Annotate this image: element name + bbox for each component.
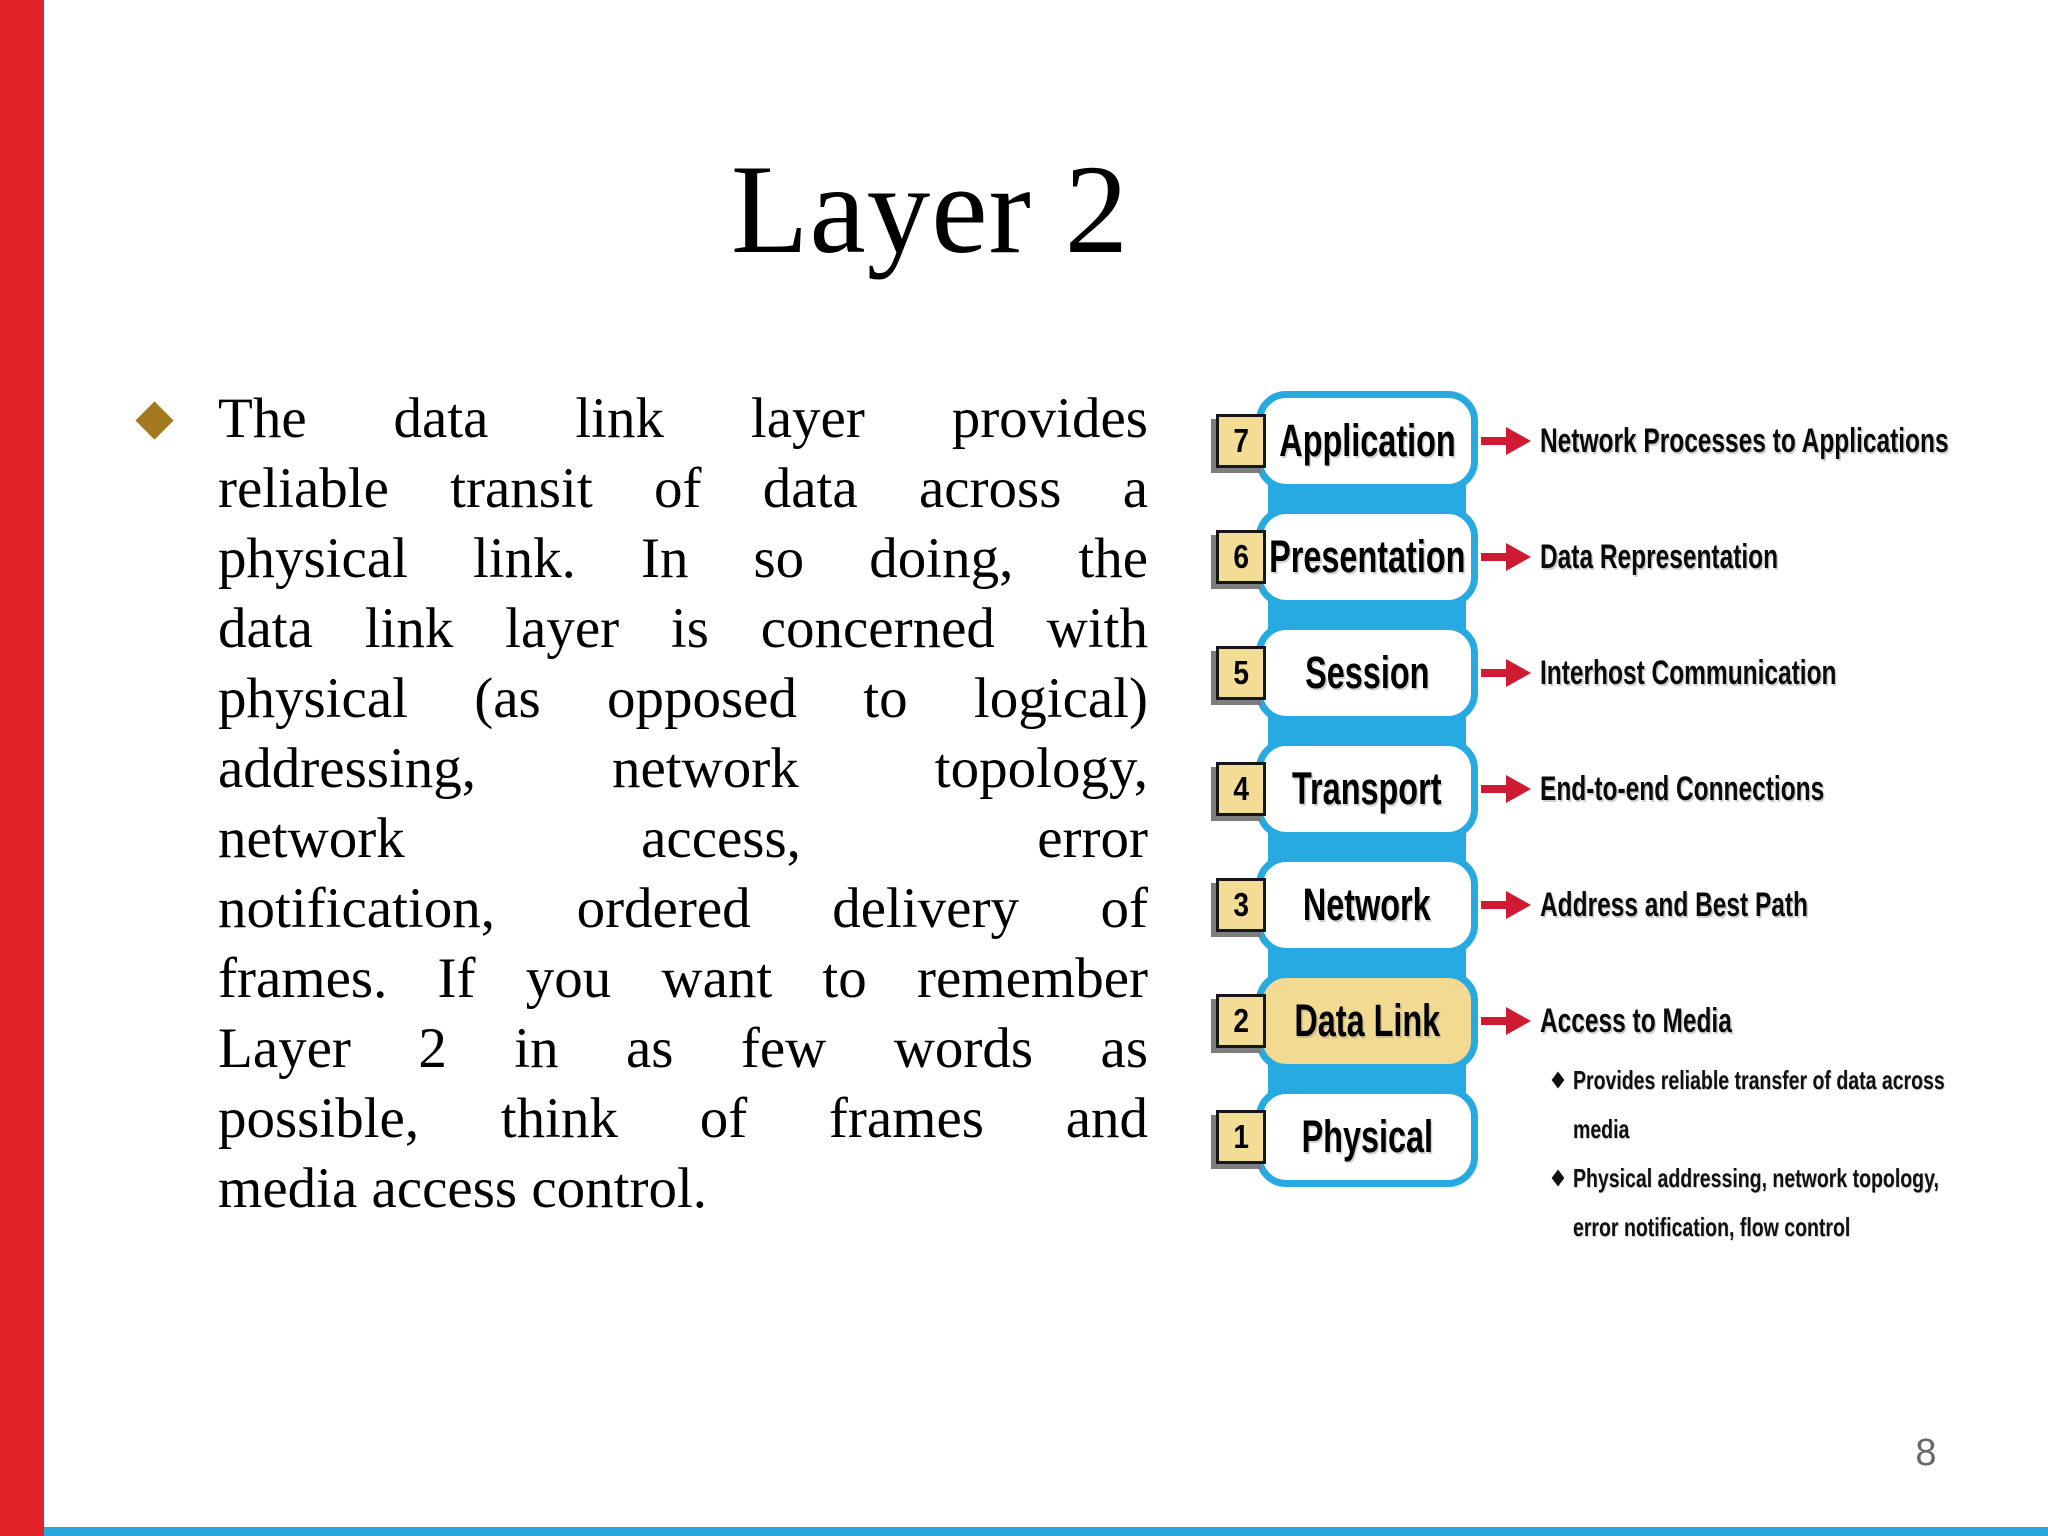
body-line: physical link. In so doing, the — [218, 527, 1148, 590]
right-arrow-icon — [1481, 891, 1531, 919]
access-to-media-notes: Provides reliable transfer of data acros… — [1551, 1056, 1972, 1252]
body-line: network access, error — [218, 807, 1148, 870]
body-paragraph: The data link layer provides reliable tr… — [218, 384, 1148, 1224]
right-arrow-icon — [1481, 1007, 1531, 1035]
note-line: Provides reliable transfer of data acros… — [1573, 1065, 1945, 1095]
diamond-bullet-icon — [1551, 1071, 1565, 1089]
note-line: Physical addressing, network topology, — [1573, 1163, 1939, 1193]
layer-label: Presentation — [1268, 531, 1466, 582]
layer-box-presentation: Presentation — [1256, 507, 1478, 607]
note-item: Physical addressing, network topology, — [1551, 1154, 1972, 1203]
layer-number: 7 — [1233, 422, 1249, 459]
diamond-bullet-icon — [1551, 1169, 1565, 1187]
page-number: 8 — [1915, 1432, 1937, 1474]
note-line: media — [1573, 1114, 1630, 1144]
note-item: Provides reliable transfer of data acros… — [1551, 1056, 1972, 1105]
body-line: The data link layer provides — [218, 387, 1148, 450]
layer-number-square: 7 — [1216, 414, 1266, 468]
right-arrow-icon — [1481, 775, 1531, 803]
layer-number: 6 — [1233, 538, 1249, 575]
left-accent-bar — [0, 0, 44, 1536]
layer-label: Network — [1303, 879, 1431, 930]
arrow-caption: Data Representation — [1540, 538, 1779, 576]
layer-number: 4 — [1233, 770, 1249, 807]
layer-box-data-link: Data Link — [1256, 971, 1478, 1071]
layer-label: Physical — [1301, 1111, 1433, 1162]
layer-number-square: 6 — [1216, 530, 1266, 584]
arrow-caption: End-to-end Connections — [1540, 770, 1825, 808]
arrow-caption: Network Processes to Applications — [1540, 422, 1949, 460]
slide-title: Layer 2 — [730, 140, 1130, 280]
layer-box-application: Application — [1256, 391, 1478, 491]
right-arrow-icon — [1481, 543, 1531, 571]
layer-number: 5 — [1233, 654, 1249, 691]
layer-number-square: 1 — [1216, 1110, 1266, 1164]
body-line: media access control. — [218, 1157, 708, 1220]
bottom-accent-line — [44, 1527, 2048, 1536]
body-line: data link layer is concerned with — [218, 597, 1148, 660]
layer-number: 1 — [1233, 1118, 1249, 1155]
layer-box-session: Session — [1256, 623, 1478, 723]
layer-number-square: 2 — [1216, 994, 1266, 1048]
layer-number-square: 4 — [1216, 762, 1266, 816]
body-line: notification, ordered delivery of — [218, 877, 1148, 940]
body-line: reliable transit of data across a — [218, 457, 1148, 520]
arrow-caption: Address and Best Path — [1540, 886, 1808, 924]
layer-label: Application — [1278, 415, 1456, 466]
layer-label: Transport — [1292, 763, 1442, 814]
body-line: Layer 2 in as few words as — [218, 1017, 1148, 1080]
layer-box-network: Network — [1256, 855, 1478, 955]
layer-box-transport: Transport — [1256, 739, 1478, 839]
layer-number-square: 3 — [1216, 878, 1266, 932]
layer-number: 3 — [1233, 886, 1249, 923]
body-line: physical (as opposed to logical) — [218, 667, 1148, 730]
right-arrow-icon — [1481, 427, 1531, 455]
body-line: frames. If you want to remember — [218, 947, 1148, 1010]
body-line: addressing, network topology, — [218, 737, 1148, 800]
layer-number-square: 5 — [1216, 646, 1266, 700]
arrow-caption: Access to Media — [1540, 1002, 1732, 1040]
layer-number: 2 — [1233, 1002, 1249, 1039]
layer-label: Data Link — [1294, 995, 1440, 1046]
diamond-bullet-icon — [135, 401, 174, 440]
note-line: error notification, flow control — [1573, 1212, 1851, 1242]
layer-label: Session — [1304, 647, 1430, 698]
body-line: possible, think of frames and — [218, 1087, 1148, 1150]
right-arrow-icon — [1481, 659, 1531, 687]
layer-box-physical: Physical — [1256, 1087, 1478, 1187]
arrow-caption: Interhost Communication — [1540, 654, 1837, 692]
